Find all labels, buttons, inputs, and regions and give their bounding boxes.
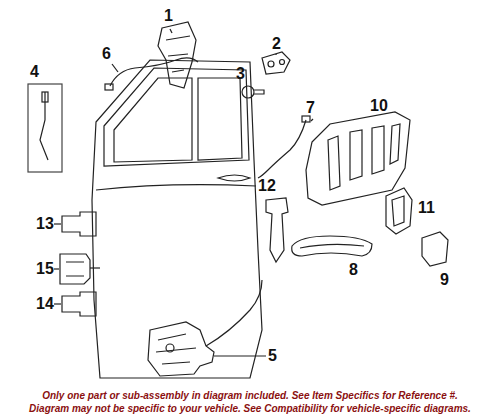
- release-cable: [110, 58, 198, 86]
- callout-number: 14: [36, 296, 54, 312]
- footer-notes: Only one part or sub-assembly in diagram…: [4, 390, 496, 415]
- handle-cable: [258, 120, 306, 178]
- door-handle-recess: [218, 175, 250, 181]
- callout-number: 9: [440, 272, 449, 288]
- part-detail: [66, 262, 84, 276]
- callout-number: 1: [164, 8, 173, 24]
- leader-line: [54, 303, 61, 304]
- leader-line: [54, 268, 59, 269]
- outside-handle: [292, 236, 372, 256]
- callout-number: 3: [236, 66, 245, 82]
- lower-hinge: [62, 292, 96, 316]
- callout-number: 5: [268, 348, 277, 364]
- leader-line: [311, 119, 313, 121]
- rod-clip: [42, 92, 48, 102]
- striker-hole: [268, 61, 274, 67]
- door-check: [60, 254, 90, 284]
- leader-line: [170, 29, 172, 33]
- rod-frame: [28, 84, 62, 172]
- cable-end: [302, 116, 310, 122]
- lock-rod: [40, 92, 48, 160]
- callout-number: 10: [370, 98, 388, 114]
- footer-note: Only one part or sub-assembly in diagram…: [42, 390, 458, 403]
- latch-reinforcement: [158, 22, 196, 88]
- callout-number: 4: [30, 64, 39, 80]
- upper-hinge: [62, 212, 96, 236]
- window-front: [114, 78, 192, 162]
- leader-line: [112, 64, 118, 72]
- part-detail: [166, 36, 190, 72]
- callout-number: 8: [349, 262, 358, 278]
- leader-line: [275, 54, 276, 55]
- part-detail: [300, 244, 364, 248]
- callout-number: 11: [418, 200, 435, 216]
- door-outline: [92, 60, 262, 378]
- part-detail: [156, 334, 196, 364]
- striker: [262, 52, 290, 74]
- handle-carrier: [306, 112, 410, 205]
- footer-note: Diagram may not be specific to your vehi…: [29, 403, 471, 416]
- bolt-shank: [254, 90, 264, 94]
- latch-cable: [206, 280, 262, 346]
- callout-number: 15: [36, 261, 54, 277]
- part-detail: [392, 196, 404, 226]
- cable-end: [105, 84, 113, 90]
- door-body-line: [96, 185, 256, 190]
- actuator-pivot: [166, 344, 174, 352]
- callout-number: 2: [272, 36, 281, 52]
- striker-hole: [280, 60, 285, 65]
- callout-number: 12: [258, 178, 276, 194]
- leader-line: [214, 355, 266, 356]
- leader-line: [54, 223, 61, 224]
- handle-cover: [386, 188, 412, 234]
- part-detail: [328, 124, 400, 190]
- callout-number: 13: [36, 216, 54, 232]
- handle-seal: [266, 198, 288, 262]
- door-check-arm: [90, 267, 100, 268]
- window-rear: [198, 78, 242, 160]
- callout-number: 6: [102, 46, 111, 62]
- window-frame: [104, 68, 249, 166]
- bolt-head: [242, 86, 254, 98]
- callout-number: 7: [306, 100, 315, 116]
- lock-cylinder-cap: [422, 232, 448, 266]
- door-lock-actuator: [148, 322, 214, 376]
